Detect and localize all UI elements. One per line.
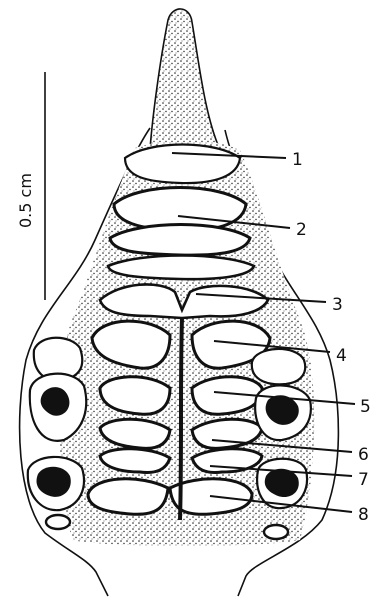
label-5: 5	[360, 397, 371, 417]
rostrum	[150, 9, 220, 150]
label-7: 7	[358, 470, 369, 490]
label-8: 8	[358, 505, 369, 525]
label-1: 1	[292, 150, 303, 170]
label-3: 3	[332, 295, 343, 315]
label-6: 6	[358, 445, 369, 465]
label-2: 2	[296, 220, 307, 240]
scale-bar-label: 0.5 cm	[16, 173, 35, 228]
midline	[180, 318, 182, 520]
label-4: 4	[336, 346, 347, 366]
